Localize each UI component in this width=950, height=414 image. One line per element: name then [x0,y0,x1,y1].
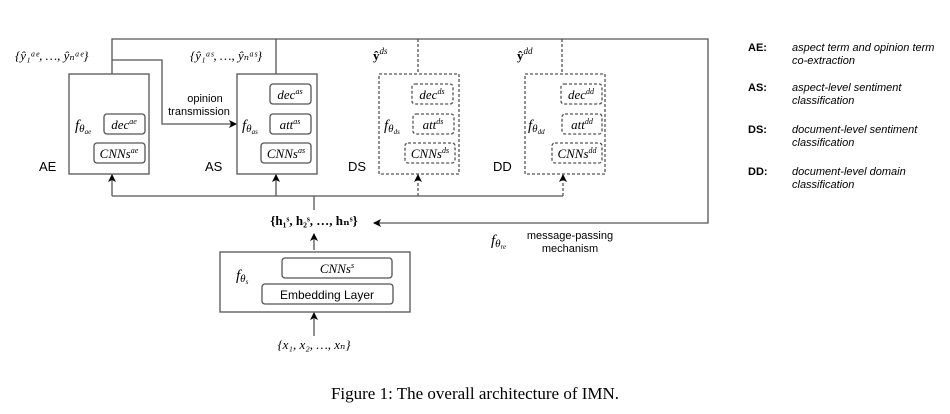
legend-key: AE: [748,42,767,54]
ae-cnn-label: CNNsae [100,146,139,161]
as-cnn-box [260,142,312,164]
message-passing-label-1: message-passing [527,230,613,242]
legend-value: document-level domain classification [792,166,906,191]
as-att-box [269,113,312,135]
opinion-label-1: opinion [187,93,222,105]
shared-cnn-box [281,257,393,279]
opinion-transmission-arrow [112,59,237,128]
shared-function-label: fθs [236,268,249,286]
dd-function-label: fθdd [528,118,545,136]
legend-value: document-level sentiment classification [792,124,918,149]
ae-label: AE [39,159,57,174]
as-label: AS [205,159,223,174]
ds-label: DS [348,159,366,174]
ds-dec-box [411,83,454,105]
ae-output-label: {ŷ₁ᵃᵉ, …, ŷₙᵃᵉ} [15,48,89,63]
shared-encoder-box [219,251,411,313]
dd-label: DD [493,159,512,174]
as-dec-label: decas [277,87,302,102]
dd-att-label: attdd [571,117,594,132]
hidden-states-label: {h₁ˢ, h₂ˢ, …, hₙˢ} [270,213,357,228]
message-passing-label-2: mechanism [542,243,598,255]
ds-cnn-box [404,142,456,164]
dd-cnn-label: CNNsdd [557,146,597,161]
as-output-label: {ŷ₁ᵃˢ, …, ŷₙᵃˢ} [190,48,263,63]
as-cnn-label: CNNsas [267,146,305,161]
embedding-layer-label: Embedding Layer [280,288,374,302]
ae-dec-box [103,113,146,135]
dd-cnn-box [551,142,603,164]
ae-function-label: fθae [75,118,91,136]
as-att-label: attas [280,117,301,132]
figure-caption: Figure 1: The overall architecture of IM… [330,384,620,403]
ds-output-label: ŷds [373,46,388,63]
legend-value: aspect term and opinion term co-extracti… [792,42,935,67]
ds-att-label: attds [423,117,444,132]
dd-dec-label: decdd [568,87,595,102]
ae-cnn-box [93,142,146,164]
opinion-label-2: transmission [168,106,230,118]
ds-att-box [412,113,455,135]
legend-key: AS: [748,82,767,94]
ds-cnn-label: CNNsds [411,146,449,161]
dd-att-box [561,113,603,135]
shared-cnn-label: CNNss [320,261,354,276]
legend-key: DD: [748,166,768,178]
embedding-layer-box [261,283,394,305]
as-function-label: fθas [242,118,258,136]
message-passing-function-label: fθre [491,233,506,251]
dd-output-label: ŷdd [517,46,533,63]
ds-function-label: fθds [384,118,400,136]
ds-dec-label: decds [419,87,444,102]
as-dec-box [269,83,312,105]
legend-value: aspect-level sentiment classification [792,82,902,107]
dd-dec-box [560,83,603,105]
message-passing-loop [111,38,709,227]
legend-key: DS: [748,124,767,136]
ae-dec-label: decae [111,117,137,132]
input-sequence-label: {x₁, x₂, …, xₙ} [277,337,351,352]
